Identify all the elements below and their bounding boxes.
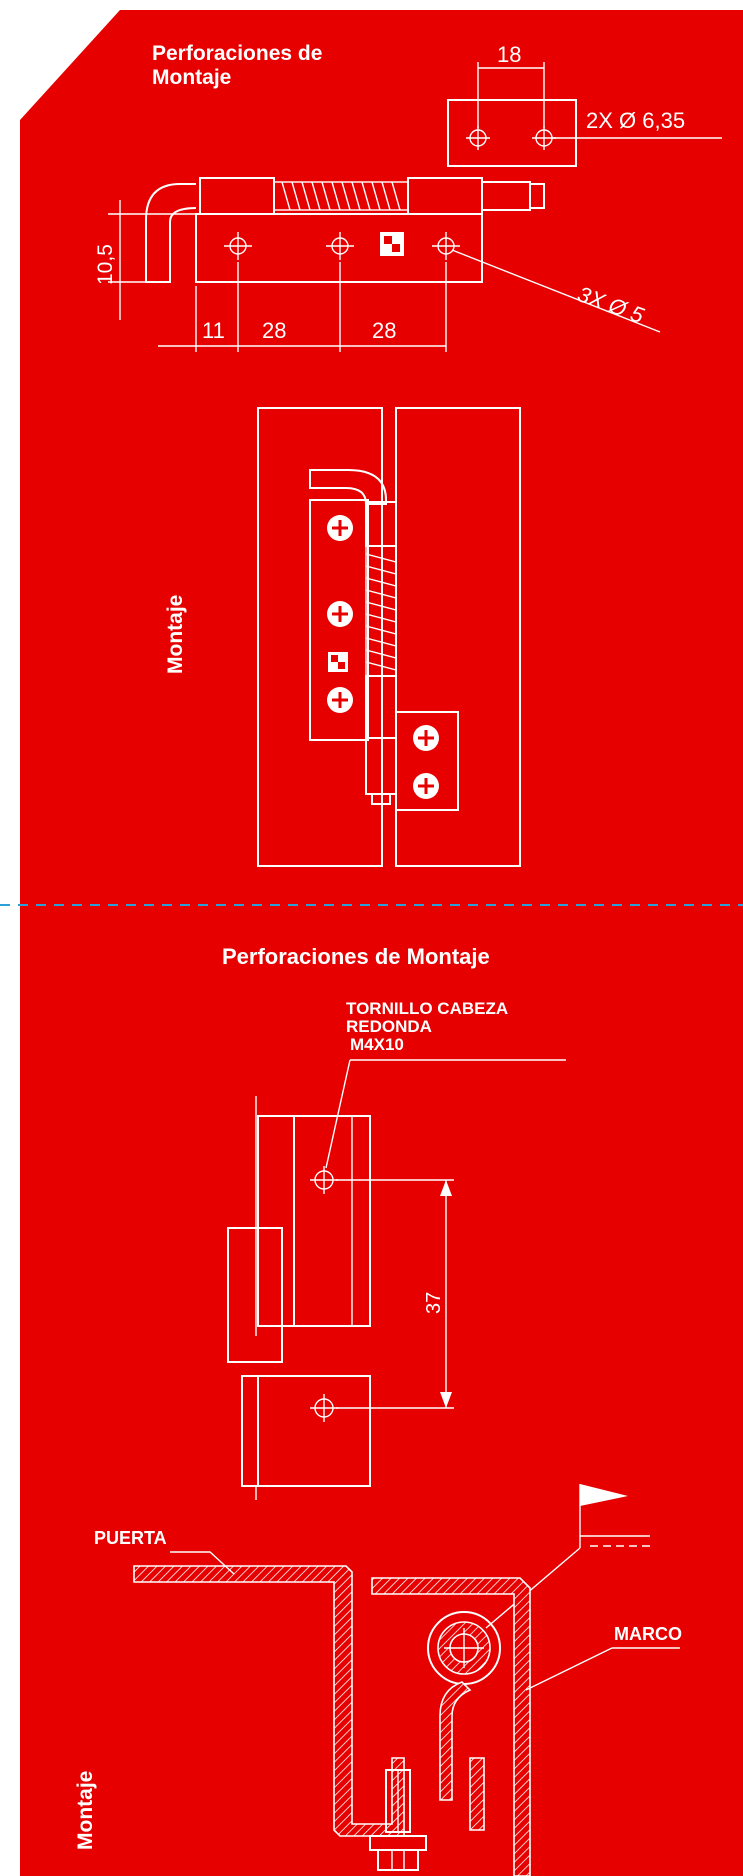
dim-spacing-text: 37 [423,1292,445,1314]
screw-head-4 [413,725,439,751]
dim-top-text: 18 [497,42,521,67]
section-2-mounting-view: Montaje [164,407,521,867]
bolt-nut [369,1769,427,1871]
flag-icon [580,1484,628,1506]
spring-coil [273,181,409,211]
screw-note-line2: REDONDA [346,1017,432,1036]
body-hole-3 [432,232,460,260]
section-3-title: Perforaciones de Montaje [222,944,490,969]
screw-leader-line [325,1059,351,1169]
section-4-cross-section: Montaje PUERTA MARCO [74,1484,682,1876]
screw-head-1 [327,515,353,541]
label-frame: MARCO [614,1624,682,1644]
pin-end [371,793,391,805]
hinge-body-plate [195,213,483,283]
top-hole-1 [466,126,490,150]
dim-holes-top-text: 2X Ø 6,35 [586,108,685,133]
section-3-hole-drawing: Perforaciones de Montaje TORNILLO CABEZA… [222,944,566,1500]
dim-b-text: 28 [262,318,286,343]
frame-leader [525,1647,680,1691]
dim-a-text: 11 [202,318,225,343]
screw-head-3 [327,687,353,713]
section-1-title-line1: Perforaciones de [152,42,322,65]
frame-bracket [395,711,459,811]
section-1-hole-drawing: Perforaciones de Montaje 18 2X Ø 6,35 [94,42,722,352]
section-4-side-label: Montaje [74,1771,97,1850]
pin-tip [529,183,545,209]
red-background-panel [20,10,743,1876]
hinge-leaf-door [309,499,369,741]
body-hole-1 [224,232,252,260]
hinge-side-lower-knuckle [241,1375,259,1487]
hinge-side-leaf [293,1115,371,1327]
handle-hook [309,469,387,505]
door-profile [133,1565,405,1837]
screw-note-line1: TORNILLO CABEZA [346,999,508,1018]
label-door: PUERTA [94,1528,167,1548]
pin-barrel-top [365,501,397,547]
frame-inner-lip [469,1757,485,1831]
body-hole-2 [326,232,354,260]
square-marker-icon [380,232,404,256]
square-marker-icon-2 [328,652,348,672]
door-panel [257,407,383,867]
door-leader [170,1551,235,1575]
dim-c-text: 28 [372,318,396,343]
frame-profile [371,1577,531,1876]
top-bracket-plate [447,99,577,167]
section-1-title-line2: Montaje [152,66,231,89]
hinge-arm [439,1681,472,1801]
screw-note-line3: M4X10 [350,1035,404,1054]
side-hole-1 [310,1166,338,1194]
hinge-side-barrel [227,1227,283,1363]
side-hole-2 [310,1394,338,1422]
section-2-side-label: Montaje [164,595,187,674]
screw-head-5 [413,773,439,799]
spring-vertical [365,546,397,676]
dim-height-text: 10,5 [94,244,117,285]
screw-head-2 [327,601,353,627]
